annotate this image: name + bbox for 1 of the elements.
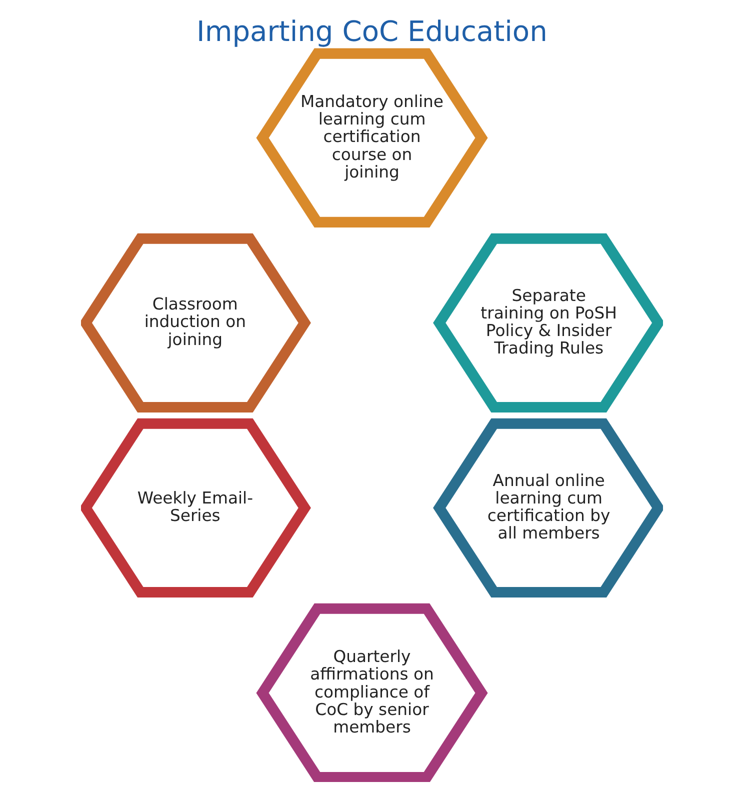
diagram-title: Imparting CoC Education (196, 14, 548, 48)
